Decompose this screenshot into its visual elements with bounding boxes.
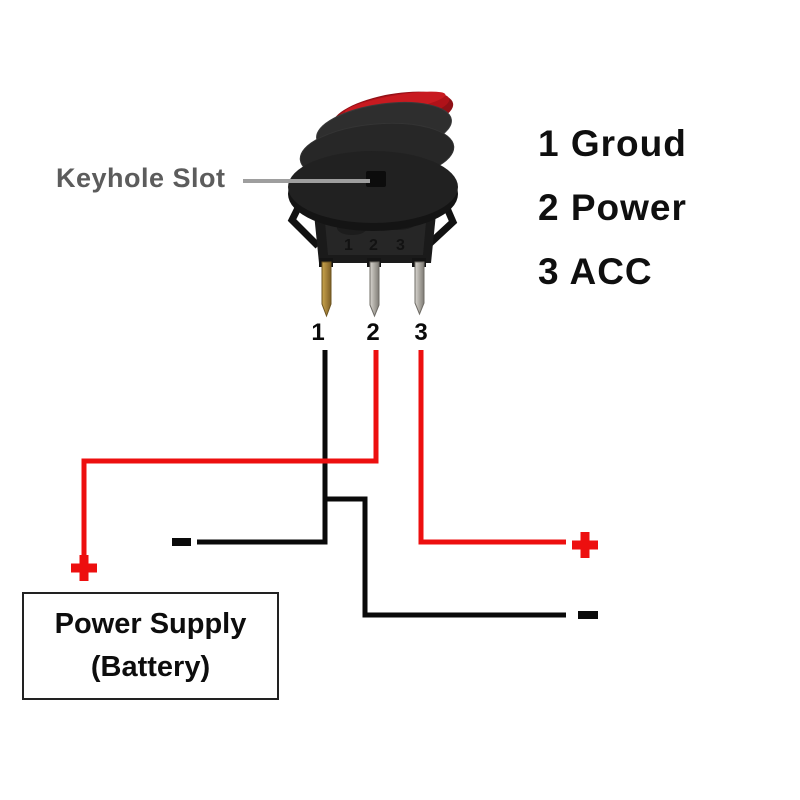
switch-pin-2 <box>369 261 380 318</box>
acc-positive-terminal <box>572 532 598 558</box>
rocker-switch-illustration: 1 2 3 <box>287 91 458 318</box>
pin-number-label-3: 3 <box>414 319 428 346</box>
keyhole-slot-label: Keyhole Slot <box>56 163 226 193</box>
legend-item-ground: 1 Groud <box>538 123 687 164</box>
pin-legend: 1 Groud 2 Power 3 ACC <box>538 112 687 304</box>
wire-red-acc <box>418 350 566 545</box>
power-supply-box: Power Supply (Battery) <box>22 592 279 700</box>
power-supply-label-line1: Power Supply <box>54 608 247 640</box>
molded-number-2: 2 <box>369 237 378 254</box>
keyhole-slot-notch <box>366 171 386 187</box>
legend-item-acc: 3 ACC <box>538 251 653 292</box>
molded-number-3: 3 <box>396 237 405 254</box>
switch-pin-3 <box>414 261 425 316</box>
battery-positive-terminal <box>71 555 97 581</box>
molded-number-1: 1 <box>344 237 353 254</box>
pin-number-label-2: 2 <box>366 319 380 346</box>
legend-item-power: 2 Power <box>538 187 687 228</box>
power-supply-label-line2: (Battery) <box>90 651 211 683</box>
wire-black-ground-main <box>197 350 328 545</box>
wire-black-ground-branch <box>325 496 566 618</box>
pin-number-label-1: 1 <box>311 319 325 346</box>
switch-pin-1 <box>321 261 332 318</box>
wire-red-power <box>81 350 379 556</box>
